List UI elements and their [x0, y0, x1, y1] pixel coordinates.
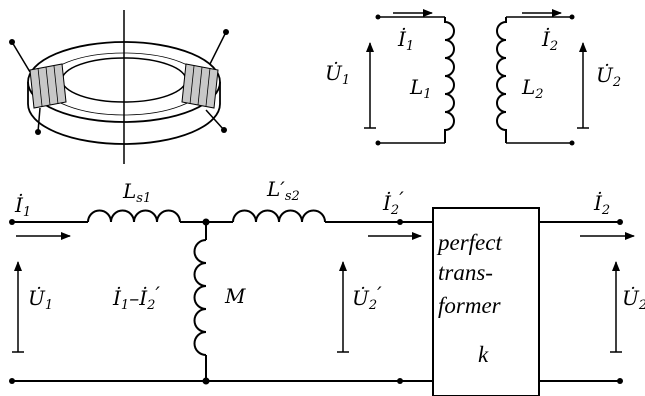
- top-label-l1: L1: [409, 75, 432, 102]
- top-label-u2: U̇2: [596, 63, 621, 90]
- coil-ls2: [232, 209, 326, 223]
- box-line-perfect: perfect: [436, 230, 502, 255]
- box-line-former: former: [438, 293, 502, 318]
- coil-m: [193, 239, 207, 356]
- top-label-u1: U̇1: [325, 61, 350, 88]
- eq-label-output-u2: U̇2: [622, 286, 645, 313]
- top-label-i2: İ2: [541, 27, 558, 54]
- eq-label-ls2: L′s2: [266, 177, 300, 204]
- coil-l1: [444, 17, 455, 143]
- eq-label-magnetizing-current: İ1–İ2′: [112, 282, 160, 313]
- eq-label-u1: U̇1: [28, 286, 53, 313]
- perfect-transformer-box: [432, 207, 540, 396]
- equivalent-circuit: perfect trans- former k İ1 Ls1 L′s2 İ2′ …: [9, 177, 645, 396]
- box-ratio-k: k: [478, 342, 489, 367]
- toroid-core-illustration: [9, 10, 229, 164]
- eq-label-i1: İ1: [14, 193, 31, 220]
- toroid-winding-right: [181, 29, 229, 133]
- coil-l2: [496, 17, 507, 143]
- top-label-i1: İ1: [397, 27, 414, 54]
- toroid-outer-side: [27, 82, 221, 145]
- coupled-inductor-circuit: İ1 U̇1 L1 L2 İ2 U̇2: [325, 9, 621, 146]
- eq-label-i2-prime: İ2′: [382, 187, 404, 218]
- eq-label-ls1: Ls1: [122, 179, 151, 206]
- box-line-trans: trans-: [438, 260, 493, 285]
- eq-node-bottom: [202, 377, 210, 385]
- top-label-l2: L2: [521, 75, 544, 102]
- toroid-winding-left: [9, 39, 67, 135]
- eq-label-m: M: [224, 284, 246, 308]
- eq-label-u2-prime: U̇2′: [352, 282, 382, 313]
- coil-ls1: [87, 209, 181, 223]
- eq-label-output-i2: İ2: [593, 191, 610, 218]
